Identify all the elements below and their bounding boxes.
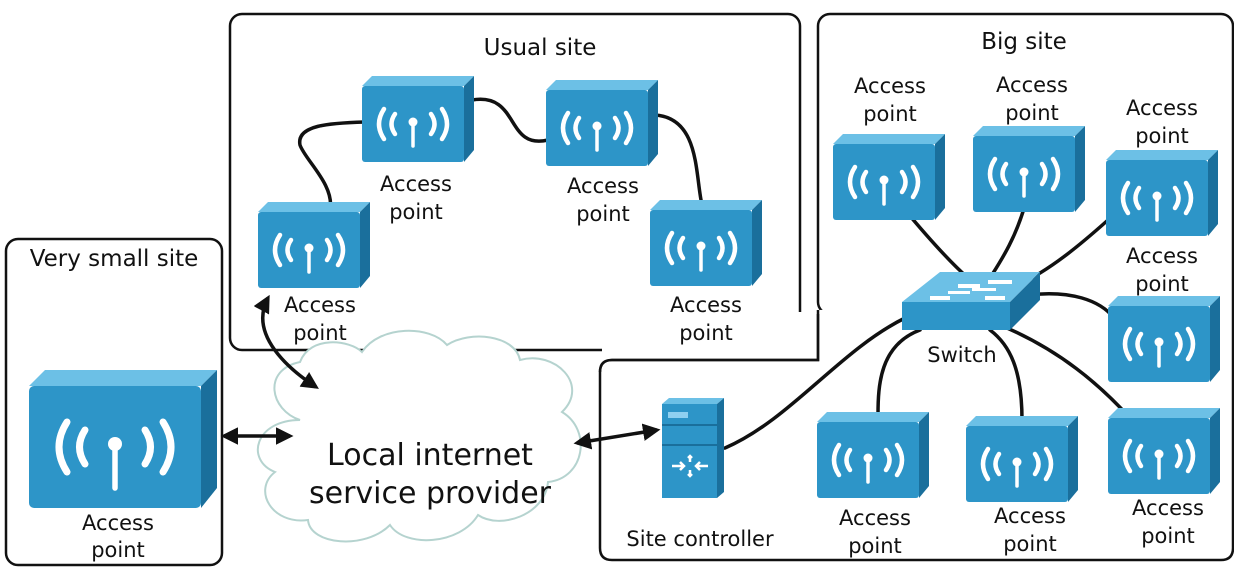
wire-big-7 xyxy=(876,328,922,417)
server-controller-icon xyxy=(662,398,724,498)
site-controller-label: Site controller xyxy=(626,527,774,551)
wire-big-8 xyxy=(723,316,907,450)
wire-big-6 xyxy=(988,328,1024,422)
wireless-access-point-icon xyxy=(1108,408,1220,494)
ap-label: Access xyxy=(994,504,1066,528)
ap-label: point xyxy=(1135,124,1189,148)
wireless-access-point-icon xyxy=(833,134,945,220)
wireless-access-point-icon xyxy=(29,370,217,508)
ap-label: Access xyxy=(839,506,911,530)
big-site-box-mask xyxy=(602,312,816,358)
ap-label: point xyxy=(576,202,630,226)
ap-label: point xyxy=(1003,532,1057,556)
ap-label: Access xyxy=(380,172,452,196)
usual-site-title: Usual site xyxy=(484,35,597,61)
ap-label: point xyxy=(293,321,347,345)
wire-usual-2 xyxy=(470,97,550,143)
wireless-access-point-icon xyxy=(1108,296,1220,382)
wire-big-5 xyxy=(998,323,1132,420)
very-small-site-title: Very small site xyxy=(30,246,199,272)
ap-label: Access xyxy=(1132,496,1204,520)
ap-label: point xyxy=(679,321,733,345)
arrow-cloud-to-controller xyxy=(573,423,661,450)
ap-label: Access xyxy=(567,174,639,198)
ap-label: point xyxy=(1135,272,1189,296)
wire-usual-1 xyxy=(298,120,367,212)
switch-label: Switch xyxy=(927,343,996,367)
ap-label: point xyxy=(389,200,443,224)
ap-label: Access xyxy=(670,293,742,317)
arrow-usual-to-cloud xyxy=(253,294,319,389)
big-site-title: Big site xyxy=(981,29,1067,55)
ap-label: Access xyxy=(284,293,356,317)
wireless-access-point-icon xyxy=(966,416,1078,502)
ap-label: point xyxy=(1141,524,1195,548)
wireless-access-point-icon xyxy=(650,200,762,286)
wire-usual-3 xyxy=(653,113,704,207)
cloud-label-line1: Local internet xyxy=(327,438,533,473)
ap-label: Access xyxy=(1126,244,1198,268)
ap-label: Access xyxy=(854,74,926,98)
wireless-access-point-icon xyxy=(546,80,658,166)
wireless-access-point-icon xyxy=(973,126,1085,212)
wireless-access-point-icon xyxy=(362,76,474,162)
ap-label: point xyxy=(848,534,902,558)
wireless-access-point-icon xyxy=(258,202,370,288)
ap-label: point xyxy=(1005,101,1059,125)
network-switch-icon: Switch xyxy=(902,272,1040,367)
cloud-label-line2: service provider xyxy=(309,476,552,511)
ap-label: Access xyxy=(996,73,1068,97)
cloud-icon: Local internet service provider xyxy=(256,329,582,543)
ap-label: Access xyxy=(82,511,154,535)
ap-label: point xyxy=(863,102,917,126)
wireless-access-point-icon xyxy=(1106,150,1218,236)
ap-label: point xyxy=(91,538,145,562)
wireless-access-point-icon xyxy=(817,412,929,498)
ap-label: Access xyxy=(1126,96,1198,120)
